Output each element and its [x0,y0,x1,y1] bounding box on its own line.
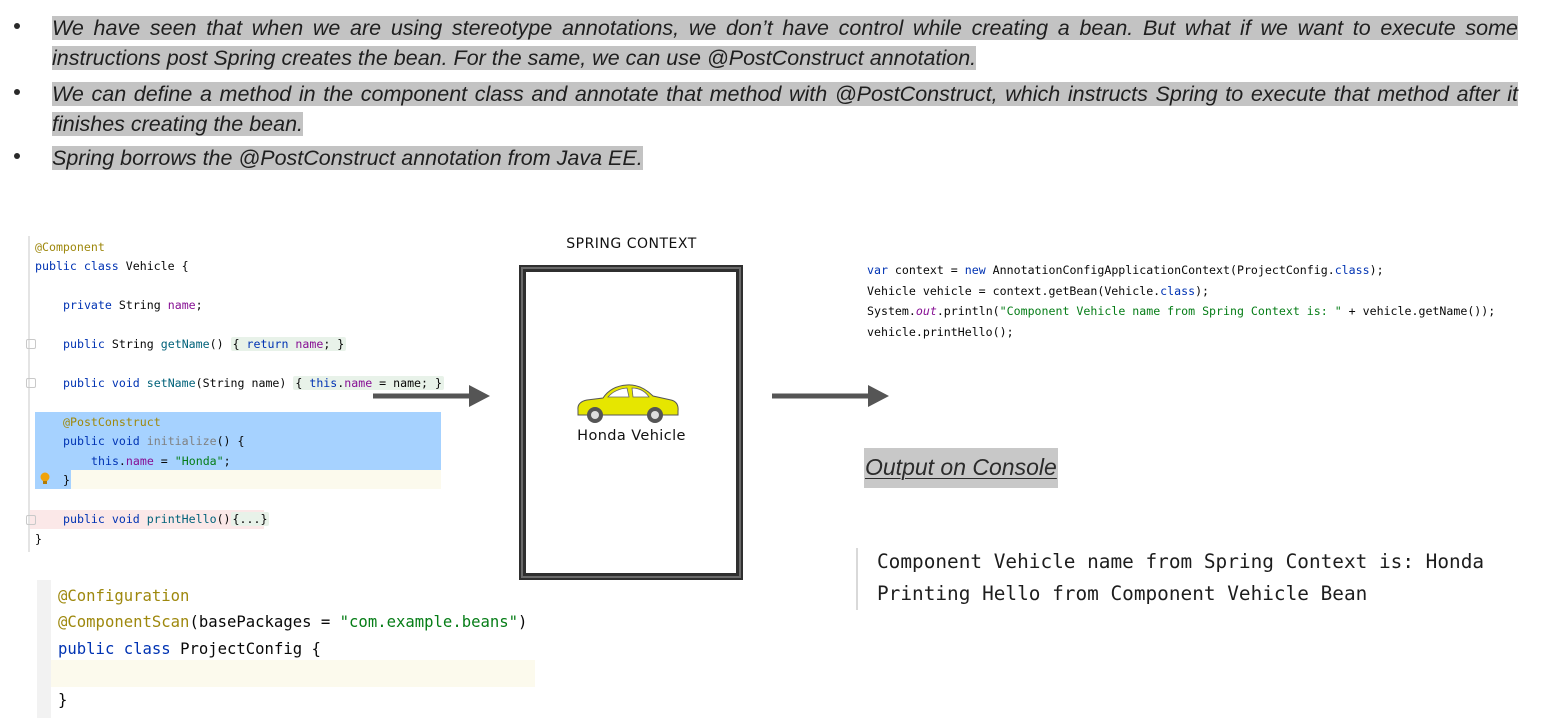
arrow-right-icon [373,385,490,407]
code-line: private String name; [63,298,203,312]
console-line: Component Vehicle name from Spring Conte… [877,550,1485,573]
bullet-text: Spring borrows the @PostConstruct annota… [52,146,643,170]
bullet-text: We can define a method in the component … [52,82,1518,136]
code-line: Vehicle vehicle = context.getBean(Vehicl… [867,283,1210,298]
arrow-right-icon [772,385,889,407]
editor-gutter [28,236,30,552]
selection-highlight [35,431,441,470]
config-code-panel: @Configuration @ComponentScan(basePackag… [37,580,535,718]
code-line: @ComponentScan(basePackages = "com.examp… [58,613,528,631]
console-line: Printing Hello from Component Vehicle Be… [877,582,1368,605]
code-line: } [35,532,42,546]
breakpoint-line-highlight [30,510,264,529]
main-code-panel: var context = new AnnotationConfigApplic… [866,260,1546,350]
car-icon [577,384,679,423]
fold-marker-icon[interactable] [26,378,36,388]
fold-marker-icon[interactable] [26,339,36,349]
lightbulb-icon[interactable] [39,472,51,485]
current-line-highlight [35,470,441,489]
current-line-highlight [51,660,535,687]
code-line: public class Vehicle { [35,259,189,273]
code-line: public void setName(String name) { this.… [63,376,444,390]
code-line: public String getName() { return name; } [63,337,347,351]
code-line: vehicle.printHello(); [867,324,1014,339]
console-output: Component Vehicle name from Spring Conte… [856,548,1538,610]
bullet-dot [14,153,20,159]
code-line: } [58,691,68,709]
bullet-dot [14,89,20,95]
bean-label: Honda Vehicle [577,428,686,444]
code-line: public class ProjectConfig { [58,640,321,658]
code-line: this.name = "Honda"; [91,454,231,468]
code-line: public void initialize() { [63,434,245,448]
spring-context-frame [519,265,743,580]
editor-gutter [37,580,51,718]
bullet-dot [14,23,20,29]
code-line: var context = new AnnotationConfigApplic… [867,263,1384,277]
selection-highlight [35,412,441,432]
code-line: System.out.println("Component Vehicle na… [867,304,1496,318]
code-line: @Configuration [58,587,190,605]
code-line: @Component [35,240,105,254]
code-line: @PostConstruct [63,415,161,429]
code-line: } [63,473,70,487]
spring-context-title: SPRING CONTEXT [566,236,697,252]
bullet-text: We have seen that when we are using ster… [52,16,1518,70]
code-line: public void printHello(){...} [63,512,270,526]
output-title: Output on Console [864,448,1058,488]
fold-marker-icon[interactable] [26,515,36,525]
